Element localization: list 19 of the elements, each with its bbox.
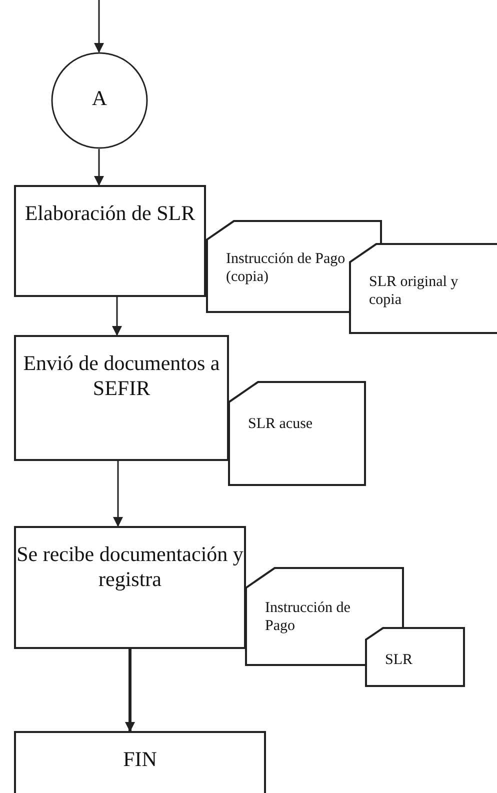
process-box [14,335,229,461]
process-box [14,731,266,793]
connector-letter: A [90,86,108,112]
step-label: Envió de documentos a SEFIR [22,351,221,402]
step-label: Se recibe documentación y registra [16,542,244,592]
process-box [14,526,246,649]
process-box [14,185,206,297]
arrow [94,149,104,186]
document-label: SLR [385,651,414,669]
arrow [94,0,104,53]
arrow [113,461,123,527]
arrow [112,297,122,336]
step-label: FIN [122,747,158,772]
document-label: Instrucción de Pago (copia) [226,250,346,286]
arrow [125,649,135,732]
step-label: Elaboración de SLR [24,201,196,226]
document-label: Instrucción de Pago [265,599,352,635]
document-label: SLR acuse [248,415,314,433]
document-label: SLR original y copia [369,273,460,309]
